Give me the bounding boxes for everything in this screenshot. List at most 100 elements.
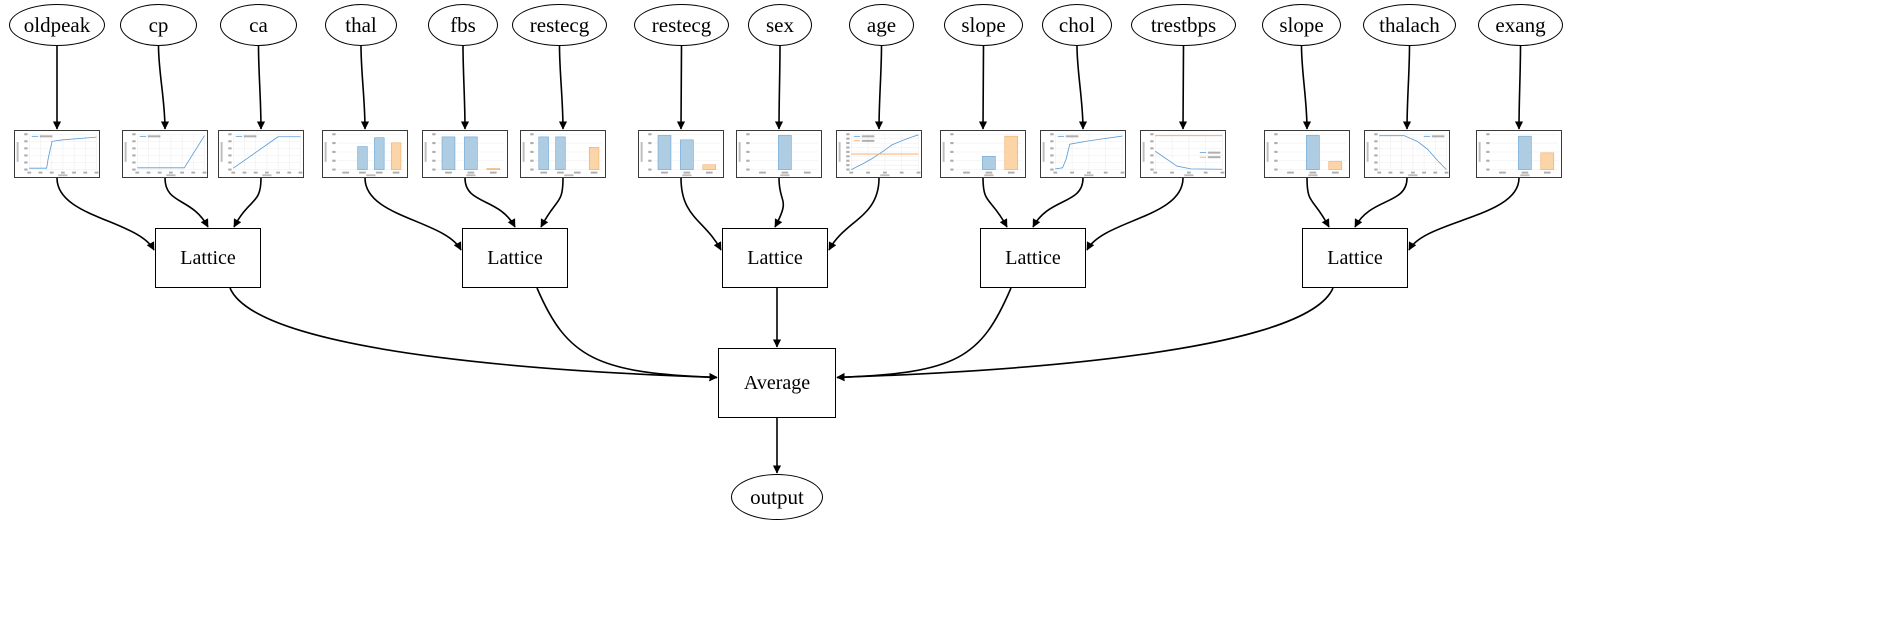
calibrator-plot-slope-12[interactable] <box>1264 130 1350 178</box>
calibrator-plot-slope-9[interactable] <box>940 130 1026 178</box>
feature-node-thal[interactable]: thal <box>325 4 397 46</box>
feature-node-restecg1[interactable]: restecg <box>512 4 607 46</box>
calibrator-plot-cp-1[interactable] <box>122 130 208 178</box>
calibrator-plot-restecg-6[interactable] <box>638 130 724 178</box>
edge-calibrator-to-lattice-ca <box>233 177 262 228</box>
edge-calibrator-to-lattice-cp <box>164 177 209 228</box>
lattice-node-label: Lattice <box>1005 246 1061 269</box>
calibrator-plot-svg <box>323 131 407 177</box>
lattice-node-label: Lattice <box>180 246 236 269</box>
edge-feature-to-calibrator-cp <box>157 45 170 130</box>
calibrator-plot-svg <box>737 131 821 177</box>
edge-calibrator-to-lattice-thal <box>364 177 462 251</box>
lattice-node-1[interactable]: Lattice <box>462 228 568 288</box>
edge-feature-to-calibrator-exang <box>1514 45 1524 130</box>
calibrator-plot-oldpeak-0[interactable] <box>14 130 100 178</box>
edge-calibrator-to-lattice-slope1 <box>982 177 1008 228</box>
calibrator-plot-fbs-4[interactable] <box>422 130 508 178</box>
feature-node-label: exang <box>1495 12 1546 37</box>
edge-calibrator-to-lattice-restecg1 <box>540 177 564 228</box>
feature-node-thalach[interactable]: thalach <box>1363 4 1456 46</box>
feature-node-label: slope <box>961 12 1006 37</box>
edge-calibrator-to-lattice-fbs <box>464 177 516 228</box>
calibrator-plot-svg <box>639 131 723 177</box>
edge-calibrator-to-lattice-age <box>828 177 880 251</box>
lattice-node-label: Lattice <box>1327 246 1383 269</box>
calibrator-plot-ca-2[interactable] <box>218 130 304 178</box>
calibrator-plot-svg <box>941 131 1025 177</box>
feature-node-slope1[interactable]: slope <box>944 4 1023 46</box>
feature-node-restecg2[interactable]: restecg <box>634 4 729 46</box>
feature-node-label: sex <box>766 12 794 37</box>
feature-node-fbs[interactable]: fbs <box>428 4 498 46</box>
calibrator-plot-age-8[interactable] <box>836 130 922 178</box>
edge-calibrator-to-lattice-restecg2 <box>680 177 722 251</box>
average-node[interactable]: Average <box>718 348 836 418</box>
edge-feature-to-calibrator-fbs <box>460 45 470 130</box>
lattice-node-label: Lattice <box>747 246 803 269</box>
edge-feature-to-calibrator-slope1 <box>978 45 988 130</box>
calibrator-plot-svg <box>1265 131 1349 177</box>
calibrator-plot-svg <box>521 131 605 177</box>
feature-node-label: thal <box>345 12 377 37</box>
feature-node-label: ca <box>249 12 268 37</box>
feature-node-label: restecg <box>651 12 712 37</box>
feature-node-label: fbs <box>450 12 476 37</box>
lattice-node-3[interactable]: Lattice <box>980 228 1086 288</box>
feature-node-ca[interactable]: ca <box>220 4 297 46</box>
calibrator-plot-restecg-5[interactable] <box>520 130 606 178</box>
feature-node-label: oldpeak <box>23 12 91 37</box>
feature-node-label: cp <box>148 12 169 37</box>
output-node[interactable]: output <box>731 474 823 520</box>
calibrator-plot-svg <box>1141 131 1225 177</box>
edge-calibrator-to-lattice-sex <box>774 177 785 228</box>
calibrator-plot-svg <box>1041 131 1125 177</box>
calibrator-plot-exang-14[interactable] <box>1476 130 1562 178</box>
calibrator-plot-thal-3[interactable] <box>322 130 408 178</box>
feature-node-label: age <box>866 12 897 37</box>
feature-node-label: thalach <box>1379 12 1440 37</box>
edge-calibrator-to-lattice-oldpeak <box>56 177 155 251</box>
calibrator-plot-svg <box>219 131 303 177</box>
feature-node-trestbps[interactable]: trestbps <box>1131 4 1236 46</box>
edge-feature-to-calibrator-thalach <box>1402 45 1412 130</box>
feature-node-label: restecg <box>529 12 590 37</box>
edge-feature-to-calibrator-restecg2 <box>676 45 686 130</box>
feature-node-exang[interactable]: exang <box>1478 4 1563 46</box>
calibrator-plot-svg <box>837 131 921 177</box>
calibrator-plot-svg <box>123 131 207 177</box>
edge-feature-to-calibrator-ca <box>256 45 266 130</box>
edge-calibrator-to-lattice-chol <box>1032 177 1084 228</box>
edge-calibrator-to-lattice-thalach <box>1354 177 1408 228</box>
average-node-label: Average <box>743 371 811 394</box>
feature-node-cp[interactable]: cp <box>120 4 197 46</box>
edge-feature-to-calibrator-trestbps <box>1178 45 1188 130</box>
edge-feature-to-calibrator-thal <box>360 45 370 130</box>
calibrator-plot-svg <box>1365 131 1449 177</box>
feature-node-sex[interactable]: sex <box>748 4 812 46</box>
edge-feature-to-calibrator-age <box>874 45 884 130</box>
feature-node-chol[interactable]: chol <box>1042 4 1112 46</box>
lattice-node-2[interactable]: Lattice <box>722 228 828 288</box>
calibrator-plot-sex-7[interactable] <box>736 130 822 178</box>
calibrator-plot-thalach-13[interactable] <box>1364 130 1450 178</box>
lattice-node-label: Lattice <box>487 246 543 269</box>
feature-node-label: trestbps <box>1150 12 1217 37</box>
edge-lattice-1-to-average <box>536 287 718 382</box>
feature-node-slope2[interactable]: slope <box>1262 4 1341 46</box>
edge-feature-to-calibrator-slope2 <box>1300 45 1312 130</box>
lattice-node-4[interactable]: Lattice <box>1302 228 1408 288</box>
feature-node-age[interactable]: age <box>849 4 914 46</box>
calibrator-plot-svg <box>15 131 99 177</box>
calibrator-plot-trestbps-11[interactable] <box>1140 130 1226 178</box>
calibrator-plot-svg <box>423 131 507 177</box>
feature-node-label: slope <box>1279 12 1324 37</box>
output-node-label: output <box>750 484 804 509</box>
lattice-node-0[interactable]: Lattice <box>155 228 261 288</box>
feature-node-oldpeak[interactable]: oldpeak <box>9 4 105 46</box>
edge-feature-to-calibrator-sex <box>774 45 784 130</box>
calibrator-plot-chol-10[interactable] <box>1040 130 1126 178</box>
edge-feature-to-calibrator-chol <box>1076 45 1088 130</box>
